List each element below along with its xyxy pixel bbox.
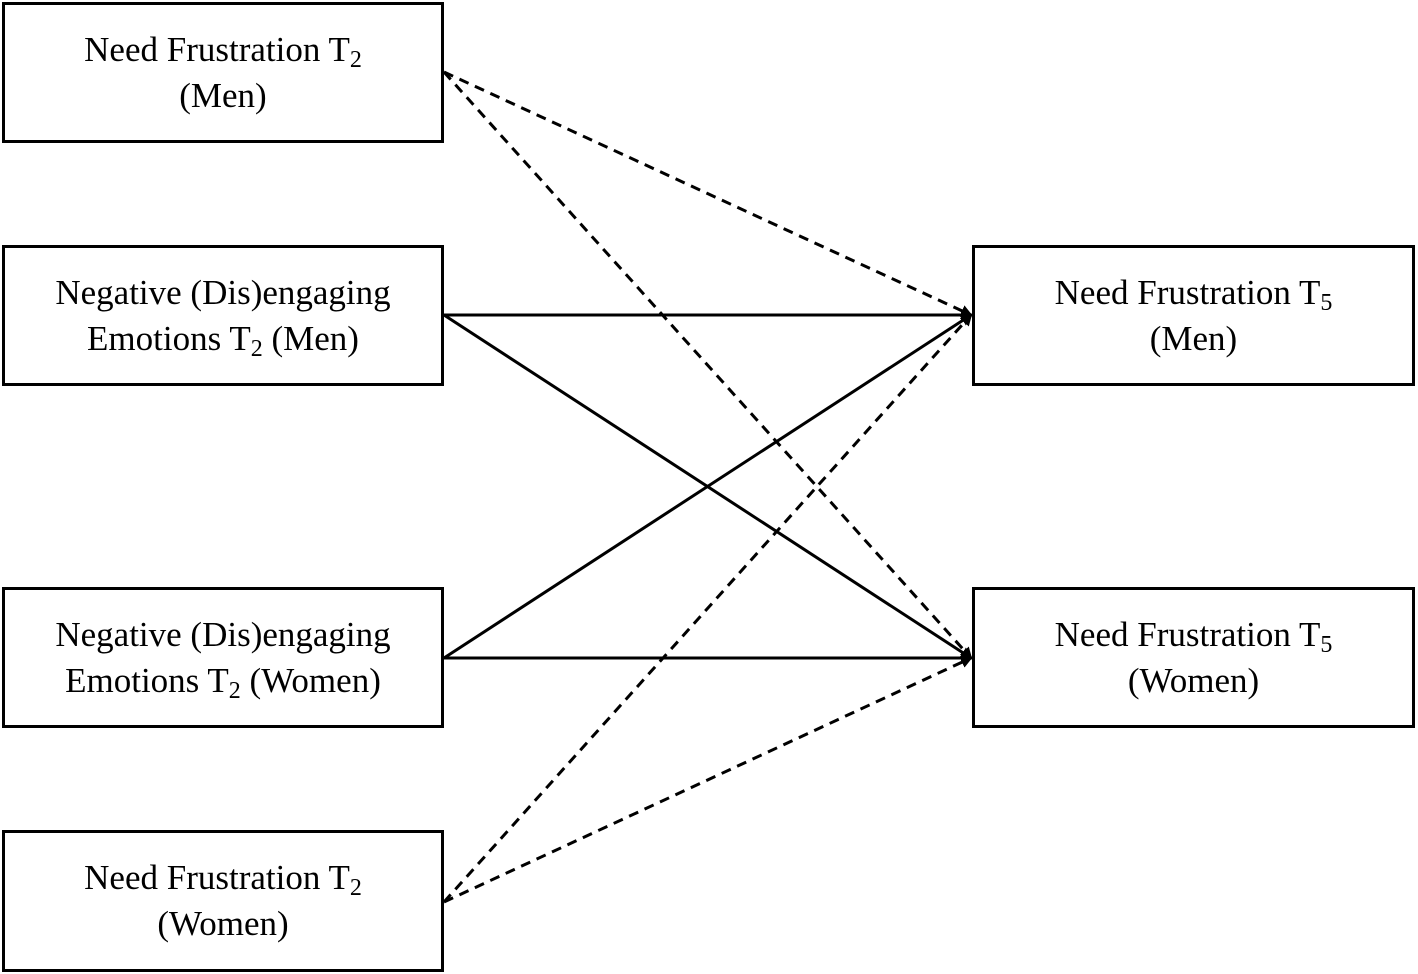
- node-label-line1: Need Frustration T: [1054, 272, 1321, 312]
- node-label-line2: (Men): [179, 75, 267, 115]
- node-label-line2-post: (Men): [262, 318, 359, 358]
- node-label-line2-pre: Emotions T: [65, 660, 229, 700]
- node-label-line1: Need Frustration T: [84, 858, 350, 897]
- node-label-line2-post: (Women): [240, 660, 381, 700]
- node-label-line2: (Women): [157, 904, 289, 943]
- node-label-subscript: 2: [228, 677, 241, 704]
- node-label-subscript: 2: [250, 335, 263, 362]
- node-label-line1: Need Frustration T: [1054, 614, 1321, 654]
- node-label-subscript: 2: [349, 875, 362, 901]
- node-need-frustration-t2-women: Need Frustration T2 (Women): [2, 830, 444, 972]
- node-need-frustration-t5-women: Need Frustration T5 (Women): [972, 587, 1415, 728]
- path-arrow-nf_t2_men-to-nf_t5_women: [442, 70, 973, 660]
- node-need-frustration-t5-men: Need Frustration T5 (Men): [972, 245, 1415, 386]
- node-need-frustration-t2-men: Need Frustration T2 (Men): [2, 2, 444, 143]
- path-arrow-nf_t2_women-to-nf_t5_women: [443, 656, 973, 904]
- node-label-line1: Negative (Dis)engaging: [55, 614, 391, 654]
- path-arrow-nde_t2_women-to-nf_t5_men: [443, 313, 973, 660]
- node-label-subscript: 5: [1320, 631, 1333, 658]
- node-label-line1: Negative (Dis)engaging: [55, 272, 391, 312]
- path-arrow-nf_t2_men-to-nf_t5_men: [443, 70, 973, 317]
- node-negative-emotions-t2-men: Negative (Dis)engaging Emotions T2 (Men): [2, 245, 444, 386]
- node-label-line2-pre: Emotions T: [87, 318, 251, 358]
- node-label-line2: (Men): [1149, 318, 1238, 358]
- node-negative-emotions-t2-women: Negative (Dis)engaging Emotions T2 (Wome…: [2, 587, 444, 728]
- node-label-line1: Need Frustration T: [84, 29, 350, 69]
- node-label-subscript: 2: [349, 46, 362, 73]
- node-label-subscript: 5: [1320, 289, 1333, 316]
- node-label-line2: (Women): [1127, 660, 1260, 700]
- path-arrow-nf_t2_women-to-nf_t5_men: [442, 313, 973, 904]
